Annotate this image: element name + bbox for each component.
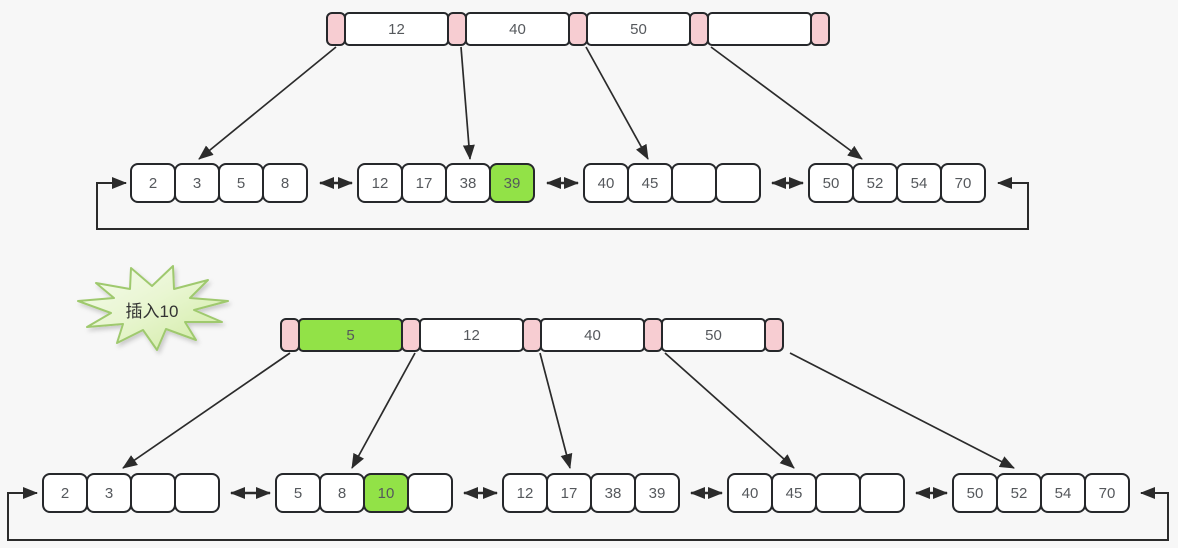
leaf-cell: [815, 473, 861, 513]
leaf-cell: 38: [590, 473, 636, 513]
pointer-arrow: [351, 352, 416, 469]
leaf-cell: 8: [319, 473, 365, 513]
leaf-cell: 40: [583, 163, 629, 203]
leaf-cell: 54: [1040, 473, 1086, 513]
pointer-cell: [810, 12, 830, 46]
leaf-cell: 52: [996, 473, 1042, 513]
key-cell: 40: [465, 12, 570, 46]
leaf-cell: [671, 163, 717, 203]
pointer-cell: [764, 318, 784, 352]
pointer-cell: [643, 318, 663, 352]
key-cell: 40: [540, 318, 645, 352]
leaf-cell: 3: [86, 473, 132, 513]
key-cell: 50: [661, 318, 766, 352]
pointer-arrow: [585, 46, 649, 160]
leaf-cell-highlight: 10: [363, 473, 409, 513]
pointer-arrows-before: [198, 46, 863, 160]
leaf-cell: 50: [808, 163, 854, 203]
pointer-arrow: [122, 352, 291, 469]
leaf-cell: 70: [1084, 473, 1130, 513]
leaf-cell: [130, 473, 176, 513]
key-cell: 12: [344, 12, 449, 46]
leaf-cell: 2: [42, 473, 88, 513]
key-cell-highlight: 5: [298, 318, 403, 352]
pointer-cell: [280, 318, 300, 352]
pointer-arrow: [460, 46, 475, 160]
starburst-shape: [77, 265, 229, 351]
leaf-cell: 54: [896, 163, 942, 203]
leaf-cell: 45: [627, 163, 673, 203]
leaf-cell: 39: [634, 473, 680, 513]
pointer-arrow: [664, 352, 795, 469]
leaf-cell: 38: [445, 163, 491, 203]
pointer-cell: [326, 12, 346, 46]
leaf-cell: 3: [174, 163, 220, 203]
pointer-arrow: [539, 352, 573, 469]
internal-node-before: 12 40 50: [326, 12, 830, 46]
leaf-cell: 5: [218, 163, 264, 203]
leaf-cell: [407, 473, 453, 513]
leaf-cell: 17: [401, 163, 447, 203]
leaf-cell: 70: [940, 163, 986, 203]
leaf-cell: 12: [502, 473, 548, 513]
pointer-arrows-after: [122, 352, 1015, 469]
pointer-cell: [447, 12, 467, 46]
pointer-cell: [689, 12, 709, 46]
pointer-cell: [568, 12, 588, 46]
insert-label: 插入10: [125, 301, 179, 321]
pointer-arrow: [710, 46, 863, 160]
internal-node-after: 5 12 40 50: [280, 318, 784, 352]
leaf-cell: 50: [952, 473, 998, 513]
key-cell: [707, 12, 812, 46]
key-cell: 50: [586, 12, 691, 46]
pointer-cell: [401, 318, 421, 352]
leaf-cell: 5: [275, 473, 321, 513]
leaf-cell-highlight: 39: [489, 163, 535, 203]
pointer-arrow: [789, 352, 1015, 469]
leaf-cell: 40: [727, 473, 773, 513]
leaf-cell: [174, 473, 220, 513]
leaf-cell: 45: [771, 473, 817, 513]
leaf-cell: [715, 163, 761, 203]
leaf-cell: 52: [852, 163, 898, 203]
pointer-cell: [522, 318, 542, 352]
leaf-cell: [859, 473, 905, 513]
leaf-cell: 17: [546, 473, 592, 513]
leaf-cell: 2: [130, 163, 176, 203]
leaf-cell: 8: [262, 163, 308, 203]
leaf-cell: 12: [357, 163, 403, 203]
insert-annotation: 插入10: [66, 258, 238, 358]
pointer-arrow: [198, 46, 337, 160]
key-cell: 12: [419, 318, 524, 352]
